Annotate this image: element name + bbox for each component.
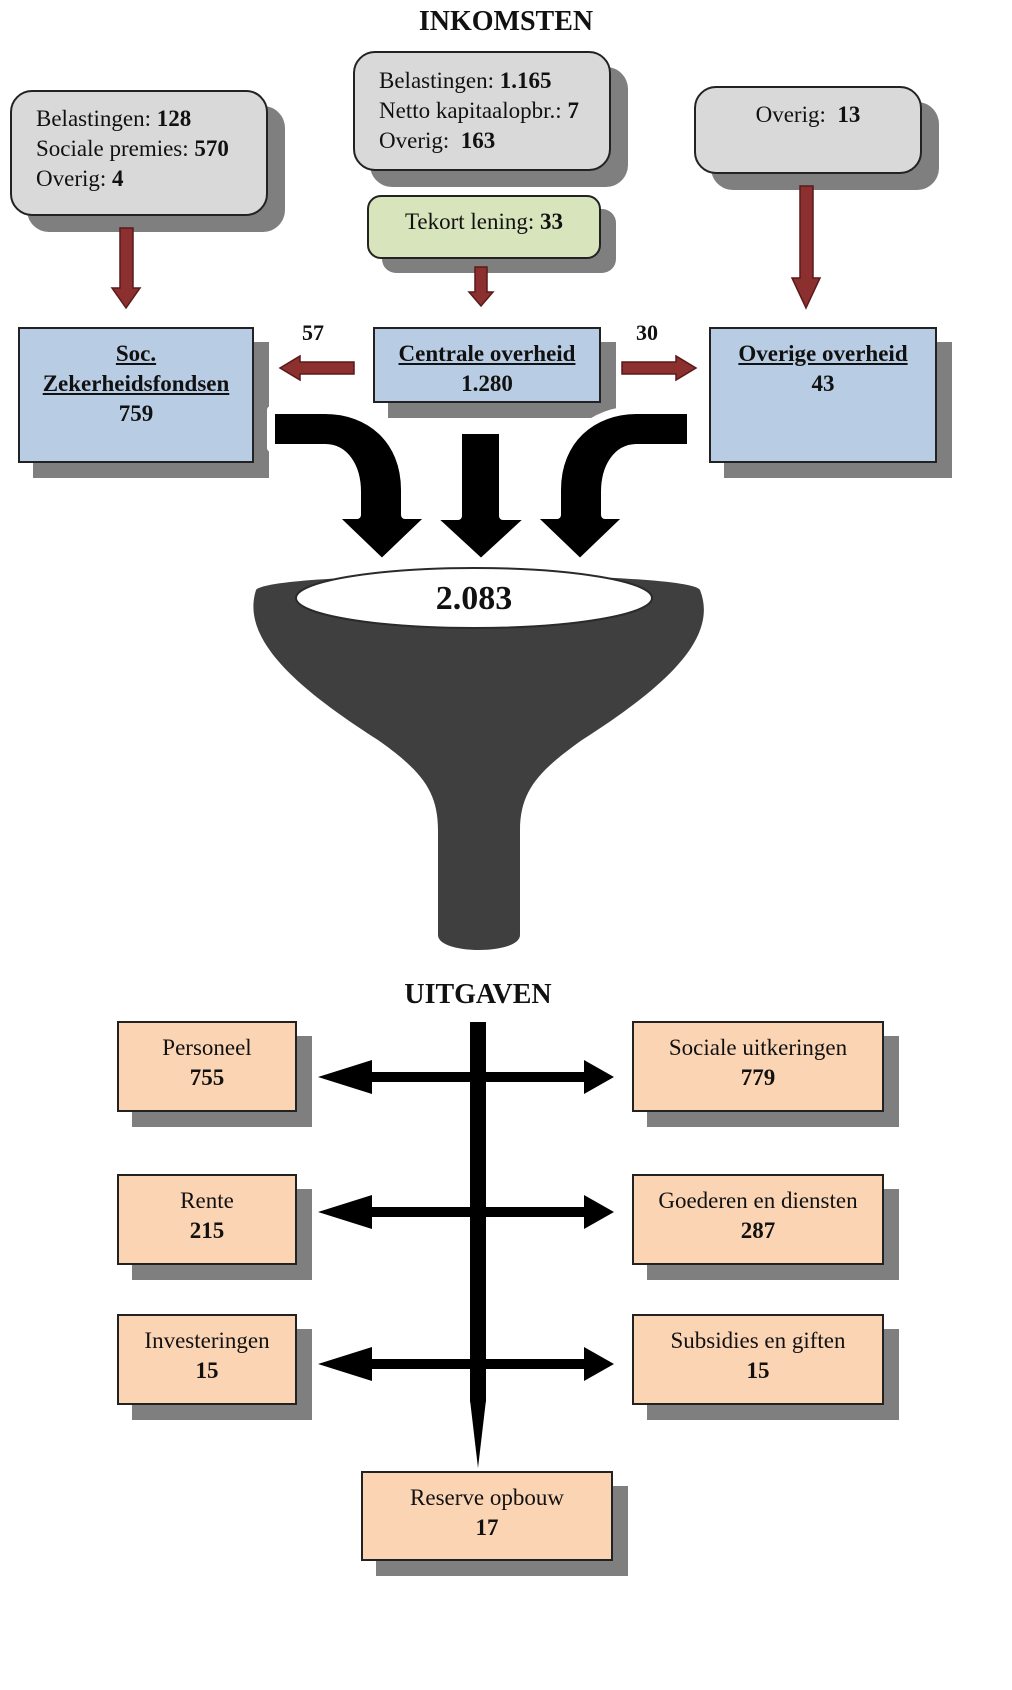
income-line: Overig: 163 xyxy=(379,128,496,153)
transfer-arrow-right xyxy=(621,354,698,382)
expenditure-value: 287 xyxy=(740,1218,776,1243)
down-arrow-center xyxy=(467,266,495,308)
central-income-box: Belastingen: 1.165 Netto kapitaalopbr.: … xyxy=(353,51,611,171)
expenditure-arrow-row-1 xyxy=(318,1060,614,1094)
income-line: Belastingen: 128 xyxy=(36,106,192,131)
social-security-funds-box: Soc. Zekerheidsfondsen 759 xyxy=(18,327,254,463)
income-line: Overig: 4 xyxy=(36,166,124,191)
government-title: Centrale overheid xyxy=(398,341,576,366)
funnel xyxy=(253,567,704,950)
other-government-box: Overige overheid 43 xyxy=(709,327,937,463)
expenditure-arrow-row-2 xyxy=(318,1195,614,1229)
expenditure-value: 17 xyxy=(475,1515,499,1540)
flow-arrow-left xyxy=(267,406,436,567)
income-line: Overig: 13 xyxy=(755,102,861,127)
down-arrow-right xyxy=(790,185,822,310)
expenditure-label: Sociale uitkeringen xyxy=(668,1035,848,1060)
income-heading: INKOMSTEN xyxy=(418,6,594,37)
expenditure-value: 779 xyxy=(740,1065,776,1090)
income-line: Netto kapitaalopbr.: 7 xyxy=(379,98,579,123)
government-title: Soc. Zekerheidsfondsen xyxy=(42,341,230,396)
down-arrow-left xyxy=(110,227,142,310)
flow-arrow-center xyxy=(426,426,536,567)
expenditure-heading: UITGAVEN xyxy=(404,979,552,1010)
transfer-arrow-left xyxy=(278,354,355,382)
interest-box: Rente 215 xyxy=(117,1174,297,1265)
loan-box: Tekort lening: 33 xyxy=(367,195,601,259)
personnel-box: Personeel 755 xyxy=(117,1021,297,1112)
expenditure-label: Goederen en diensten xyxy=(658,1188,858,1213)
expenditure-value: 15 xyxy=(195,1358,219,1383)
expenditure-value: 15 xyxy=(746,1358,770,1383)
expenditure-label: Subsidies en giften xyxy=(670,1328,846,1353)
government-value: 759 xyxy=(118,401,154,426)
government-value: 43 xyxy=(811,371,835,396)
government-title: Overige overheid xyxy=(738,341,908,366)
other-income-box: Overig: 13 xyxy=(694,86,922,174)
reserve-arrow-head xyxy=(470,1400,486,1468)
social-benefits-box: Sociale uitkeringen 779 xyxy=(632,1021,884,1112)
expenditure-value: 755 xyxy=(189,1065,225,1090)
expenditure-label: Rente xyxy=(180,1188,234,1213)
expenditure-label: Reserve opbouw xyxy=(410,1485,564,1510)
social-fund-income-box: Belastingen: 128 Sociale premies: 570 Ov… xyxy=(10,90,268,216)
expenditure-value: 215 xyxy=(189,1218,225,1243)
central-government-box: Centrale overheid 1.280 xyxy=(373,327,601,403)
expenditure-label: Investeringen xyxy=(144,1328,270,1353)
transfer-to-other-label: 30 xyxy=(636,320,658,345)
government-value: 1.280 xyxy=(461,371,513,396)
goods-services-box: Goederen en diensten 287 xyxy=(632,1174,884,1265)
total-value: 2.083 xyxy=(435,580,513,617)
expenditure-label: Personeel xyxy=(162,1035,252,1060)
flow-arrow-right xyxy=(526,406,695,567)
expenditure-arrow-row-3 xyxy=(318,1347,614,1381)
subsidies-box: Subsidies en giften 15 xyxy=(632,1314,884,1405)
income-line: Belastingen: 1.165 xyxy=(379,68,552,93)
income-line: Sociale premies: 570 xyxy=(36,136,229,161)
investments-box: Investeringen 15 xyxy=(117,1314,297,1405)
reserve-box: Reserve opbouw 17 xyxy=(361,1471,613,1561)
transfer-to-social-label: 57 xyxy=(302,320,324,345)
